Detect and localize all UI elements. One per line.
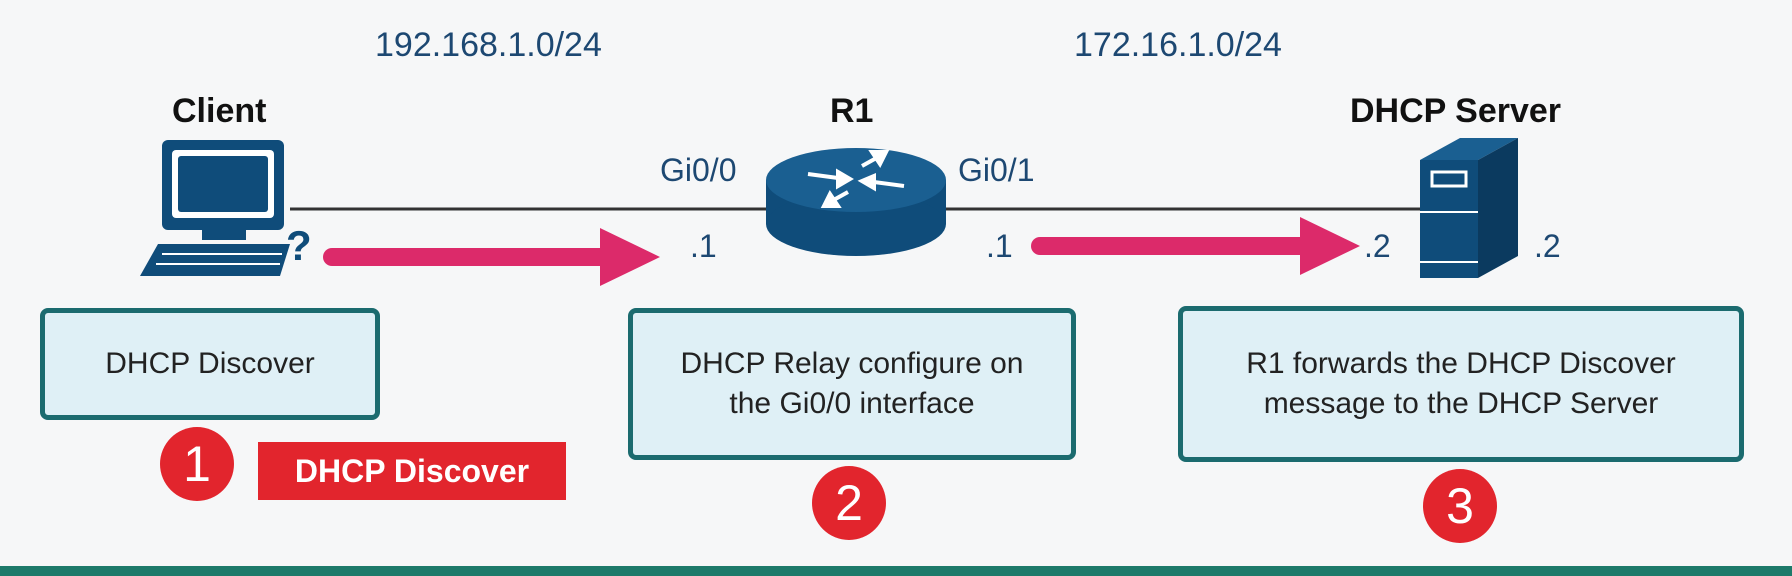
router-icon	[766, 148, 946, 256]
step-3-text: R1 forwards the DHCP Discover message to…	[1246, 347, 1676, 420]
router-right-ip: .1	[986, 228, 1013, 264]
step-1-badge: 1	[160, 427, 234, 501]
client-label: Client	[172, 92, 267, 130]
step-2-text: DHCP Relay configure on the Gi0/0 interf…	[680, 347, 1024, 420]
network-label-right: 172.16.1.0/24	[1074, 26, 1282, 64]
arrow-router-to-server	[1031, 217, 1360, 275]
step-1-box: DHCP Discover	[40, 308, 380, 420]
client-pc-icon	[140, 140, 290, 276]
step-1-text: DHCP Discover	[105, 347, 315, 380]
network-label-left: 192.168.1.0/24	[375, 26, 602, 64]
client-question-mark: ?	[286, 222, 312, 269]
bottom-accent-bar	[0, 566, 1792, 576]
router-interface-gi0-0: Gi0/0	[660, 152, 737, 188]
step-3-badge: 3	[1423, 469, 1497, 543]
step-2-badge: 2	[812, 466, 886, 540]
step-2-box: DHCP Relay configure on the Gi0/0 interf…	[628, 308, 1076, 460]
server-left-ip: .2	[1364, 228, 1391, 264]
router-label: R1	[830, 92, 874, 130]
router-left-ip: .1	[690, 228, 717, 264]
arrow-client-to-router	[323, 228, 660, 286]
dhcp-discover-tag: DHCP Discover	[258, 442, 566, 500]
server-label: DHCP Server	[1350, 92, 1562, 130]
server-right-ip: .2	[1534, 228, 1561, 264]
step-3-box: R1 forwards the DHCP Discover message to…	[1178, 306, 1744, 462]
router-interface-gi0-1: Gi0/1	[958, 152, 1035, 188]
server-icon	[1420, 138, 1518, 278]
